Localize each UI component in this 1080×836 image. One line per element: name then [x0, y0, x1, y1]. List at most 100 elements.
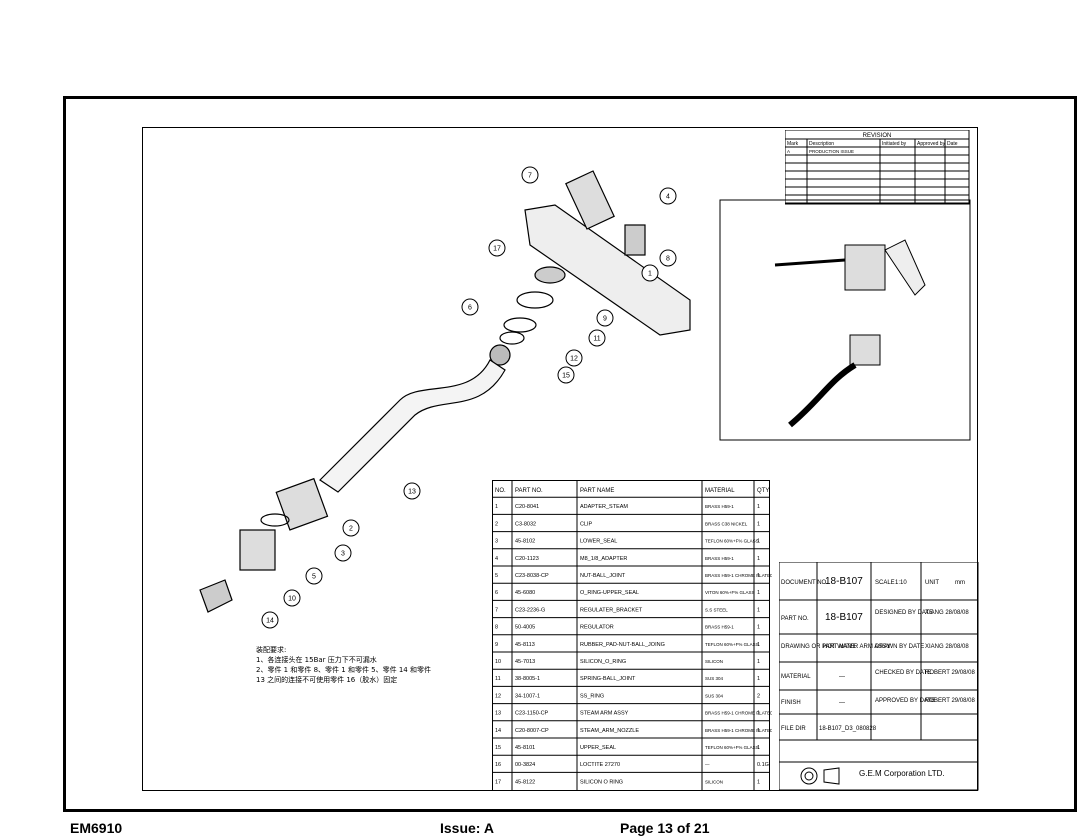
preview-arm: [774, 258, 846, 267]
nozzle-part: [199, 579, 233, 613]
svg-text:15: 15: [562, 373, 570, 380]
parts-cell: C23-1150-CP: [515, 711, 549, 717]
parts-cell: 1: [757, 711, 760, 717]
parts-cell: 1: [757, 573, 760, 579]
note-line: 13 之间的连接不可使用零件 16（胶水）固定: [256, 676, 398, 684]
steam-arm-pipe: [319, 359, 506, 493]
svg-text:8: 8: [666, 256, 670, 263]
part-balloon: 11: [588, 329, 606, 347]
svg-text:10: 10: [288, 596, 296, 603]
nut-ball-joint: [239, 529, 276, 571]
parts-cell: 1: [495, 504, 498, 510]
parts-cell: 1: [757, 521, 760, 527]
parts-cell: SILICON_O_RING: [580, 659, 626, 665]
svg-text:6: 6: [468, 305, 472, 312]
parts-cell: REGULATOR: [580, 625, 614, 631]
parts-cell: 11: [495, 676, 501, 682]
parts-cell: STEAM ARM ASSY: [580, 711, 629, 717]
parts-cell: CLIP: [580, 521, 593, 527]
parts-header: PART NO.: [515, 488, 543, 494]
designed-label: DESIGNED BY DATE: [875, 610, 933, 616]
checked-label: CHECKED BY DATE: [875, 670, 931, 676]
drawing-label: DRAWING OR PART NAME: [781, 644, 856, 650]
parts-cell: 1: [757, 590, 760, 596]
file-value: 18-B107_D3_080828: [819, 726, 877, 732]
parts-cell: S.S STEEL: [705, 607, 728, 612]
parts-cell: C20-8041: [515, 504, 539, 510]
parts-cell: 45-8113: [515, 642, 535, 648]
parts-cell: —: [705, 762, 710, 767]
parts-cell: UPPER_SEAL: [580, 745, 616, 751]
company-name: G.E.M Corporation LTD.: [859, 769, 945, 778]
parts-cell: 1: [757, 504, 760, 510]
parts-cell: 45-8102: [515, 539, 535, 545]
preview-views: [719, 199, 971, 441]
scale-label: SCALE: [875, 580, 895, 586]
parts-cell: BRASS H59-1: [705, 504, 734, 509]
note-line: 装配要求:: [256, 646, 287, 654]
ring-part: [260, 513, 290, 527]
parts-cell: 1: [757, 642, 760, 648]
projection-symbol-icon: [800, 767, 840, 785]
parts-cell: C23-8038-CP: [515, 573, 549, 579]
svg-text:2: 2: [349, 526, 353, 533]
part-balloon: 15: [557, 366, 575, 384]
nut-part: [275, 477, 329, 531]
assembly-notes: 装配要求: 1、各连接头在 15Bar 压力下不可漏水 2、零件 1 和零件 8…: [256, 645, 431, 685]
parts-cell: TEFLON 60%+F% GLASS: [705, 745, 759, 750]
parts-cell: 3: [495, 539, 498, 545]
part-no-label: PART NO.: [781, 616, 809, 622]
parts-header: PART NAME: [580, 488, 614, 494]
footer-page: Page 13 of 21: [620, 820, 710, 836]
exploded-view: [199, 170, 691, 613]
parts-cell: 38-8005-1: [515, 676, 540, 682]
parts-cell: TEFLON 60%+F% GLASS: [705, 642, 759, 647]
preview-bracket: [884, 239, 926, 296]
revision-header: Description: [809, 141, 834, 147]
parts-cell: 7: [495, 607, 498, 613]
parts-cell: STEAM_ARM_NOZZLE: [580, 728, 639, 734]
material-label: MATERIAL: [781, 674, 811, 680]
title-block: DOCUMENT NO. 18-B107 SCALE 1:10 UNIT mm …: [779, 562, 979, 791]
parts-cell: 2: [757, 693, 760, 699]
drawing-value: HOT WATER ARM ASSY: [823, 644, 890, 650]
parts-cell: SILICON: [705, 779, 723, 784]
footer-doc-id: EM6910: [70, 820, 123, 836]
drawing-frame: [63, 96, 1077, 812]
svg-text:4: 4: [666, 194, 670, 201]
parts-cell: RUBBER_PAD-NUT-BALL_JOING: [580, 642, 665, 648]
parts-cell: LOWER_SEAL: [580, 539, 617, 545]
part-balloon: 2: [342, 519, 360, 537]
parts-cell: BRASS H59-1 CHROME PLATED: [705, 728, 772, 733]
parts-cell: 12: [495, 693, 501, 699]
part-balloon: 9: [596, 309, 614, 327]
material-value: —: [839, 674, 845, 680]
preview-frame: [719, 199, 971, 441]
revision-header: Mark: [787, 141, 799, 147]
note-line: 1、各连接头在 15Bar 压力下不可漏水: [256, 656, 377, 664]
parts-cell: SPRING-BALL_JOINT: [580, 676, 636, 682]
parts-cell: 6: [495, 590, 498, 596]
svg-text:12: 12: [570, 356, 578, 363]
parts-cell: 45-8122: [515, 779, 535, 785]
parts-cell: SS_RING: [580, 693, 604, 699]
parts-cell: 1: [757, 556, 760, 562]
parts-cell: 10: [495, 659, 501, 665]
note-line: 2、零件 1 和零件 8、零件 1 和零件 5、零件 14 和零件: [256, 666, 431, 674]
scale-value: 1:10: [895, 580, 907, 586]
part-balloon: 3: [334, 544, 352, 562]
parts-header: MATERIAL: [705, 488, 735, 494]
parts-cell: 8: [495, 625, 498, 631]
parts-cell: BRASS H59-1: [705, 625, 734, 630]
parts-cell: 45-8101: [515, 745, 535, 751]
regulator-part: [565, 170, 615, 230]
revision-title: REVISION: [863, 133, 892, 139]
parts-cell: 4: [495, 556, 498, 562]
seal-ring: [503, 317, 537, 333]
revision-cell: A: [787, 149, 790, 154]
revision-header: Approved by: [917, 141, 946, 147]
revision-header: Date: [947, 141, 958, 147]
